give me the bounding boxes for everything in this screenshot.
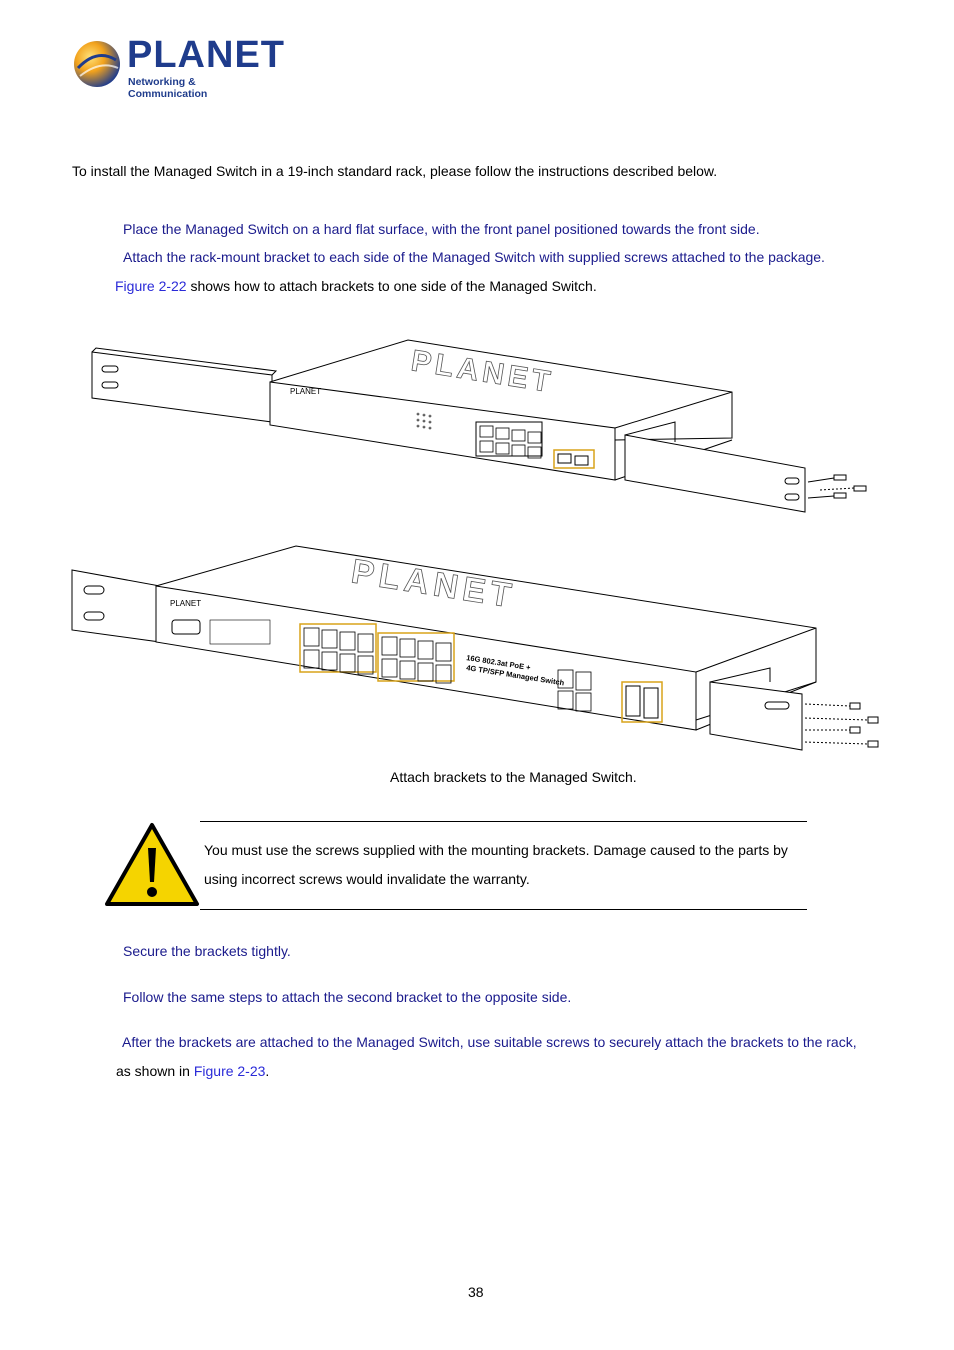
page-number: 38 [468,1284,484,1300]
bracket-diagram: PLANET PLANET PLANET PLANET [71,339,879,751]
right-bracket-large [709,681,803,751]
warning-top-rule [200,821,807,822]
figure-caption: Attach brackets to the Managed Switch. [390,769,637,785]
planet-logo: PLANET Networking & Communication [72,36,284,100]
logo-tagline: Networking & Communication [128,76,208,100]
figure-2-23-link[interactable]: Figure 2-23 [193,1063,266,1079]
step-place-switch: Place the Managed Switch on a hard flat … [123,221,760,237]
figure-reference-line: Figure 2-22 shows how to attach brackets… [115,278,597,295]
step-attach-rack: After the brackets are attached to the M… [122,1034,857,1050]
svg-text:PLANET: PLANET [170,599,201,608]
left-bracket-small [91,351,273,423]
final-line: as shown in Figure 2-23. [116,1063,269,1080]
left-bracket-large [71,569,161,643]
figure-2-22-link[interactable]: Figure 2-22 [115,278,187,294]
step-secure-brackets: Secure the brackets tightly. [123,943,291,959]
globe-icon [74,41,120,87]
warning-bottom-rule [200,909,807,910]
screws-small [807,474,867,499]
svg-text:PLANET: PLANET [290,387,321,396]
final-line-suffix: . [265,1063,270,1079]
warning-line-1: You must use the screws supplied with th… [204,842,788,858]
step-second-bracket: Follow the same steps to attach the seco… [123,989,572,1005]
final-line-prefix: as shown in [116,1063,194,1079]
figure-reference-text: shows how to attach brackets to one side… [186,278,597,294]
warning-line-2: using incorrect screws would invalidate … [204,871,530,887]
logo-word: PLANET [127,34,285,76]
right-bracket-small [624,434,806,513]
screws-large [804,702,879,748]
step-attach-bracket: Attach the rack-mount bracket to each si… [123,249,825,265]
intro-text: To install the Managed Switch in a 19-in… [72,163,718,179]
warning-icon [105,823,199,906]
